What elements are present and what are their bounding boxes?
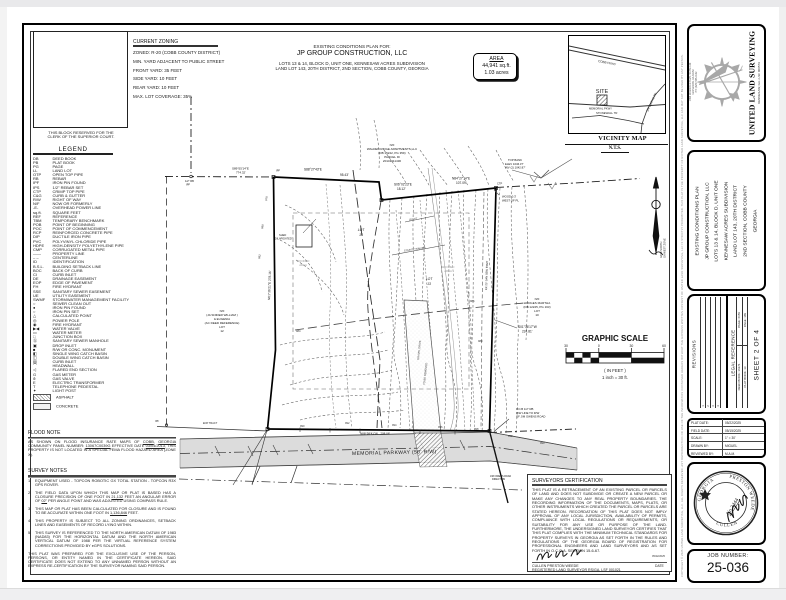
svg-text:107.09': 107.09' <box>456 181 467 185</box>
svg-text:10: 10 <box>535 313 539 317</box>
svg-text:0: 0 <box>598 344 600 348</box>
svg-text:EOP TRACT: EOP TRACT <box>203 422 218 425</box>
svg-text:INV (2) 1042.87': INV (2) 1042.87' <box>505 166 526 170</box>
svg-text:60: 60 <box>662 344 666 348</box>
svg-text:IPF: IPF <box>155 420 159 423</box>
svg-text:1/2" RB: 1/2" RB <box>185 179 194 183</box>
svg-text:GRAVEL DRIVE: GRAVEL DRIVE <box>416 340 422 360</box>
svg-text:984: 984 <box>296 329 301 333</box>
svg-text:(DB 15242, PG 359): (DB 15242, PG 359) <box>378 151 405 155</box>
svg-text:S06°02'23"E: S06°02'23"E <box>394 183 412 187</box>
svg-text:COUNTY WAIVER: COUNTY WAIVER <box>404 245 426 252</box>
svg-text:992: 992 <box>508 434 513 438</box>
svg-text:774.32': 774.32' <box>236 171 246 175</box>
svg-text:HODGES MARTHA: HODGES MARTHA <box>524 301 550 305</box>
svg-text:OF JIM OWENS ROAD: OF JIM OWENS ROAD <box>516 415 545 419</box>
svg-text:CTP: CTP <box>497 182 502 186</box>
svg-text:PARCEL ID: PARCEL ID <box>384 155 400 159</box>
svg-text:988: 988 <box>478 339 483 343</box>
svg-text:WALDEN RIDGE APARTMENTS,LLC: WALDEN RIDGE APARTMENTS,LLC <box>367 147 418 151</box>
svg-text:(JA SNIDER WILLIAM ): (JA SNIDER WILLIAM ) <box>206 313 238 317</box>
svg-text:20143011430: 20143011430 <box>383 159 401 163</box>
svg-text:998: 998 <box>474 427 479 431</box>
svg-text:N/F: N/F <box>220 309 225 313</box>
svg-text:WEST OF PL: WEST OF PL <box>502 198 519 202</box>
svg-text:982: 982 <box>257 254 262 260</box>
svg-text:WOODED: WOODED <box>297 259 310 263</box>
svg-text:30: 30 <box>630 344 634 348</box>
svg-text:N/F: N/F <box>535 297 540 301</box>
svg-text:GRID NORTH: GRID NORTH <box>659 241 663 258</box>
svg-text:"DILAPIDATED": "DILAPIDATED" <box>274 237 293 241</box>
svg-text:SHED: SHED <box>279 233 286 237</box>
svg-text:N/F: N/F <box>390 143 395 147</box>
svg-text:EX 20' SAN SEW ESMT: EX 20' SAN SEW ESMT <box>484 260 489 290</box>
svg-text:STONEWALL TR: STONEWALL TR <box>596 111 617 115</box>
svg-text:14: 14 <box>359 233 363 237</box>
svg-text:(AC DEED REFERENCE): (AC DEED REFERENCE) <box>205 321 240 325</box>
svg-text:AREA: AREA <box>444 269 452 273</box>
svg-text:CULLEN: CULLEN <box>716 520 739 528</box>
svg-text:IPF: IPF <box>186 183 190 187</box>
svg-text:30: 30 <box>564 344 568 348</box>
svg-text:TO BE REMOVED: TO BE REMOVED <box>422 362 428 385</box>
svg-text:LOT: LOT <box>426 277 434 281</box>
svg-text:S89°55'14"E: S89°55'14"E <box>232 167 249 171</box>
svg-text:992: 992 <box>345 421 350 425</box>
svg-text:978: 978 <box>264 196 269 202</box>
svg-text:980: 980 <box>260 224 265 230</box>
svg-text:224.81': 224.81' <box>522 330 533 334</box>
svg-text:S01°36'17"W: S01°36'17"W <box>518 325 537 329</box>
svg-text:COBB PKWY: COBB PKWY <box>598 59 617 66</box>
svg-text:ELEV 1046.37': ELEV 1046.37' <box>505 162 524 166</box>
svg-text:& EUGENIA: & EUGENIA <box>214 317 230 321</box>
svg-text:990: 990 <box>540 441 545 445</box>
svg-text:N84°27'14"E: N84°27'14"E <box>452 177 470 181</box>
svg-text:18.5 FT: 18.5 FT <box>409 217 418 221</box>
svg-text:P.O.B 1/2" RB: P.O.B 1/2" RB <box>516 407 534 411</box>
svg-text:MEMORIAL PARKWAY (50' R/W): MEMORIAL PARKWAY (50' R/W) <box>352 449 437 457</box>
svg-text:IPF: IPF <box>276 169 280 173</box>
svg-text:N01°36'21"E 278.16': N01°36'21"E 278.16' <box>267 270 272 300</box>
svg-text:12: 12 <box>220 329 224 333</box>
svg-text:994: 994 <box>392 423 397 427</box>
svg-text:95.43': 95.43' <box>340 173 349 177</box>
svg-text:JIM OWENS RD: JIM OWENS RD <box>645 92 657 112</box>
svg-text:GA WEST ZONE: GA WEST ZONE <box>663 238 667 258</box>
svg-text:S88°27'43"E: S88°27'43"E <box>304 168 322 172</box>
svg-text:13: 13 <box>427 282 431 286</box>
svg-text:TOP BANK: TOP BANK <box>508 158 522 162</box>
svg-text:LOT: LOT <box>219 325 225 329</box>
svg-text:LOT: LOT <box>358 228 366 232</box>
svg-text:(DB 12245, PG 163): (DB 12245, PG 163) <box>523 305 550 309</box>
svg-text:SITE: SITE <box>596 89 609 95</box>
svg-text:LOT: LOT <box>534 309 540 313</box>
svg-text:986: 986 <box>470 299 475 303</box>
svg-text:MEMORIAL PKWY: MEMORIAL PKWY <box>589 107 612 111</box>
svg-text:DIRECTION: DIRECTION <box>492 478 505 481</box>
svg-text:AREA: AREA <box>299 263 307 267</box>
svg-text:18.12': 18.12' <box>397 187 406 191</box>
svg-text:WOODED: WOODED <box>442 265 455 269</box>
svg-text:JIM OWENS ROAD: JIM OWENS ROAD <box>490 475 511 478</box>
svg-text:R/W LINE TO R/W: R/W LINE TO R/W <box>516 411 540 415</box>
svg-text:990: 990 <box>300 424 305 428</box>
svg-text:WOOD 0.3': WOOD 0.3' <box>502 195 517 199</box>
svg-text:N88°58'41"W 208.06': N88°58'41"W 208.06' <box>360 432 391 436</box>
svg-text:996: 996 <box>438 425 443 429</box>
